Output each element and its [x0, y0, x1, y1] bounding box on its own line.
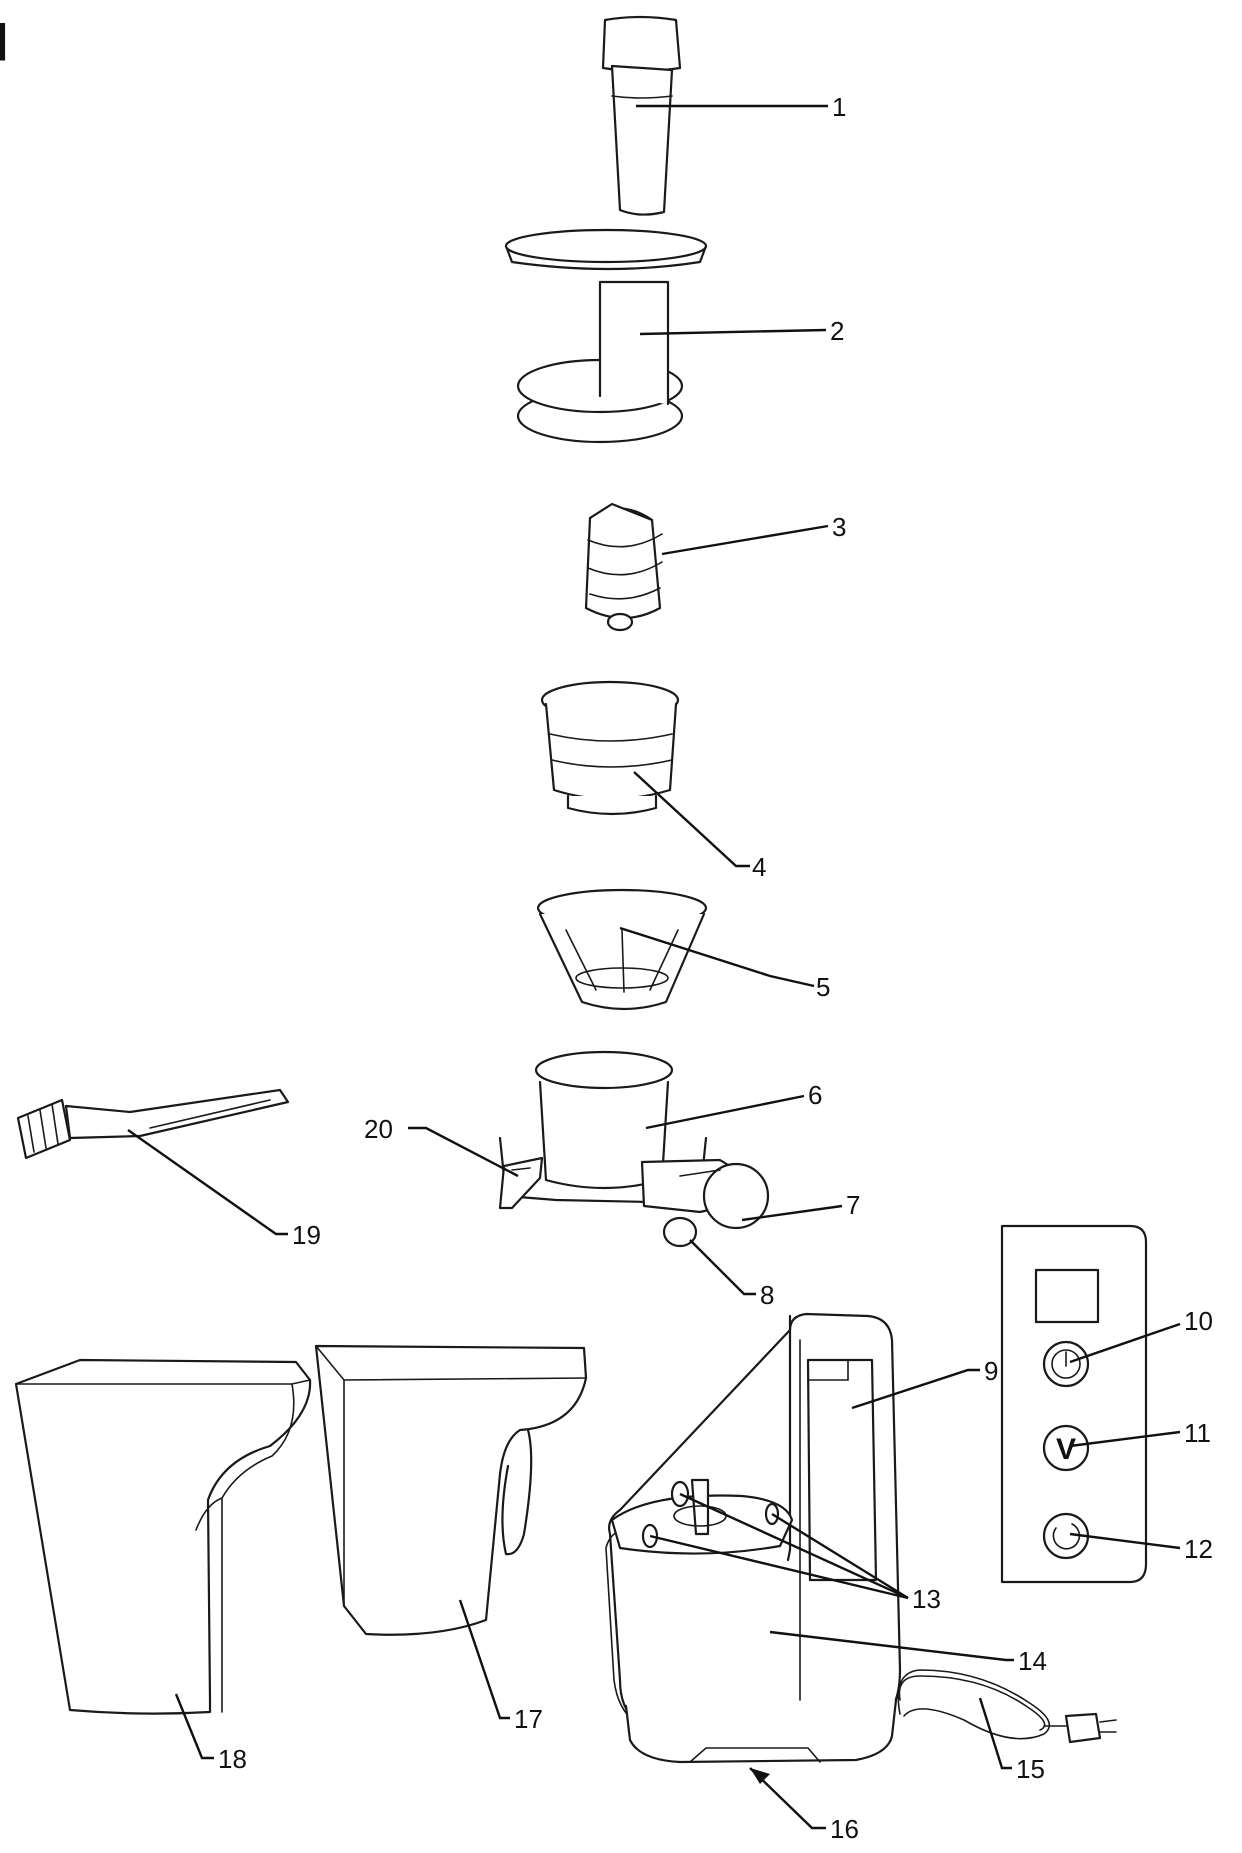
- part-1-pusher: [601, 15, 682, 216]
- leader-18: [174, 1693, 214, 1760]
- leader-19: [127, 1129, 288, 1236]
- leader-12: [1069, 1532, 1181, 1550]
- part-16-base-foot: [624, 1698, 898, 1764]
- part-9-reservoir-window: [806, 1358, 878, 1582]
- leader-14: [769, 1630, 1014, 1662]
- label-12: 12: [1184, 1534, 1213, 1564]
- label-15: 15: [1016, 1754, 1045, 1784]
- leader-16-arrowhead: [750, 1768, 770, 1784]
- leader-13a: [679, 1492, 909, 1600]
- button-11-start: V: [1042, 1424, 1090, 1472]
- part-6-juicing-chamber: [498, 1050, 708, 1204]
- leader-15: [978, 1697, 1012, 1770]
- part-4-rotating-brush: [540, 680, 680, 816]
- start-v-icon: V: [1056, 1433, 1076, 1466]
- label-18: 18: [218, 1744, 247, 1774]
- leader-17: [458, 1599, 510, 1720]
- leader-9: [851, 1368, 980, 1410]
- label-19: 19: [292, 1220, 321, 1250]
- label-5: 5: [816, 972, 830, 1002]
- label-11: 11: [1184, 1418, 1211, 1448]
- leader-16: [749, 1767, 826, 1830]
- label-10: 10: [1184, 1306, 1213, 1336]
- label-3: 3: [832, 512, 846, 542]
- part-8-drip-stop: [662, 1216, 698, 1248]
- label-9: 9: [984, 1356, 998, 1386]
- part-15-power-cord: [897, 1669, 1117, 1744]
- label-17: 17: [514, 1704, 543, 1734]
- leader-20: [408, 1126, 519, 1178]
- label-4: 4: [752, 852, 766, 882]
- part-20-pulp-outlet: [498, 1156, 544, 1210]
- label-20: 20: [364, 1114, 393, 1144]
- leader-13b: [771, 1512, 909, 1600]
- part-labels: 1 2 3 4 5 6 7 8 9 10 11 12 13 14 15 16 1…: [218, 92, 1213, 1844]
- leader-6: [645, 1094, 805, 1130]
- part-7-juice-spout: [640, 1158, 770, 1230]
- label-8: 8: [760, 1280, 774, 1310]
- part-17-juice-container: [314, 1344, 588, 1636]
- part-5-strainer: [536, 888, 708, 1011]
- label-7: 7: [846, 1190, 860, 1220]
- label-1: 1: [832, 92, 846, 122]
- leader-3: [661, 524, 829, 556]
- leader-8: [689, 1239, 756, 1296]
- leader-4: [633, 771, 750, 868]
- label-16: 16: [830, 1814, 859, 1844]
- label-14: 14: [1018, 1646, 1047, 1676]
- leader-7: [741, 1204, 843, 1222]
- part-3-auger: [584, 502, 663, 632]
- control-panel: [1000, 1224, 1148, 1584]
- leader-10: [1069, 1322, 1181, 1364]
- label-13: 13: [912, 1584, 941, 1614]
- part-18-pulp-container: [14, 1358, 312, 1715]
- leader-lines: [127, 104, 1181, 1830]
- part-19-cleaning-brush: [16, 1088, 290, 1160]
- label-2: 2: [830, 316, 844, 346]
- leader-2: [639, 328, 827, 336]
- label-6: 6: [808, 1080, 822, 1110]
- button-10-power: [1042, 1340, 1090, 1388]
- leader-5: [619, 926, 815, 988]
- leader-13c: [649, 1534, 909, 1600]
- corner-bracket-mark: ]: [0, 17, 7, 61]
- leader-11: [1069, 1430, 1181, 1448]
- part-2-feeding-tube: [504, 228, 708, 444]
